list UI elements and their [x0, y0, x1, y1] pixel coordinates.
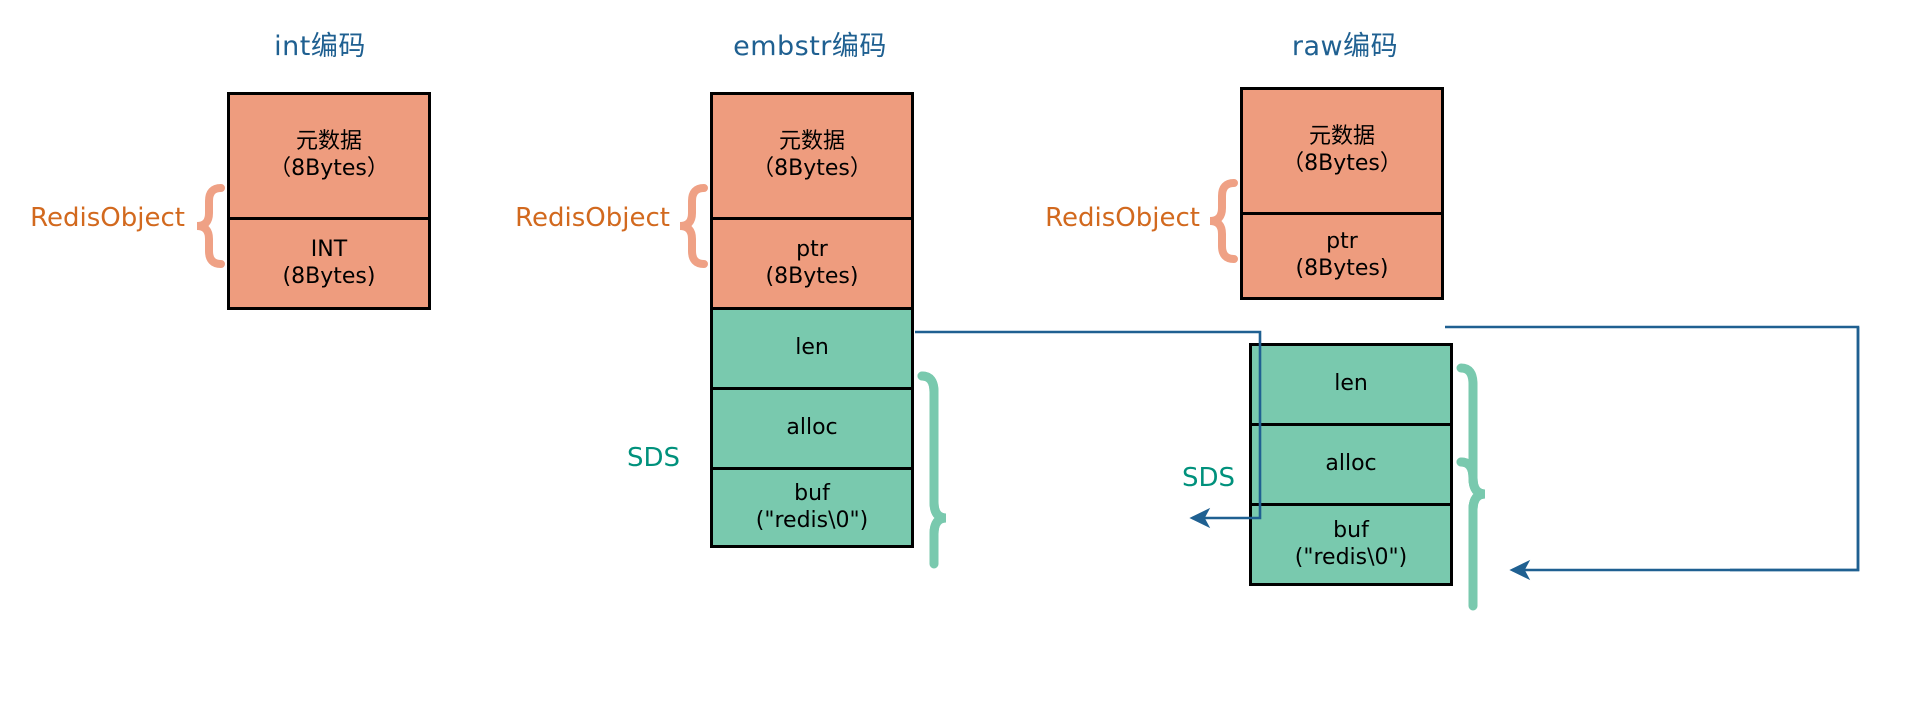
sds-brace-raw: [1456, 363, 1486, 611]
sds-brace-embstr: [917, 371, 947, 569]
raw-cell-ptr: ptr (8Bytes): [1240, 215, 1444, 300]
int-cell-int: INT (8Bytes): [227, 220, 431, 310]
embstr-cell-metadata: 元数据 （8Bytes）: [710, 92, 914, 220]
int-cell-int-line1: INT: [310, 236, 348, 262]
redisobject-brace-int: [196, 184, 225, 268]
raw-cell-metadata: 元数据 （8Bytes）: [1240, 87, 1444, 215]
embstr-cell-alloc-line1: alloc: [786, 415, 838, 441]
int-cell-metadata-line2: （8Bytes）: [269, 156, 389, 181]
embstr-cell-ptr-line1: ptr: [796, 236, 828, 262]
raw-cell-len: len: [1249, 343, 1453, 426]
embstr-cell-alloc: alloc: [710, 390, 914, 470]
ptr-arrow-raw: [1445, 325, 1860, 581]
raw-cell-metadata-line2: （8Bytes）: [1282, 151, 1402, 176]
redisobject-brace-embstr: [679, 184, 708, 268]
embstr-cell-buf-line1: buf: [794, 480, 830, 506]
sds-label-raw: SDS: [1181, 463, 1235, 493]
raw-cell-buf-line1: buf: [1333, 517, 1369, 543]
embstr-cell-len-line1: len: [795, 335, 829, 361]
int-cell-metadata-line1: 元数据: [295, 129, 362, 155]
panel-title-embstr: embstr编码: [733, 31, 887, 62]
redisobject-label-raw: RedisObject: [1045, 203, 1200, 233]
embstr-cell-buf: buf ("redis\0"): [710, 470, 914, 548]
embstr-cell-buf-line2: ("redis\0"): [755, 507, 869, 533]
redisobject-label-int: RedisObject: [30, 203, 185, 233]
int-cell-metadata: 元数据 （8Bytes）: [227, 92, 431, 220]
redisobject-label-embstr: RedisObject: [515, 203, 670, 233]
redisobject-brace-raw: [1209, 179, 1238, 263]
embstr-cell-ptr-line2: (8Bytes): [765, 263, 859, 289]
raw-cell-ptr-line1: ptr: [1326, 229, 1358, 255]
raw-cell-len-line1: len: [1334, 371, 1368, 397]
embstr-cell-metadata-line1: 元数据: [778, 129, 845, 155]
raw-cell-alloc: alloc: [1249, 426, 1453, 506]
embstr-cell-ptr: ptr (8Bytes): [710, 220, 914, 310]
raw-cell-alloc-line1: alloc: [1325, 451, 1377, 477]
raw-cell-ptr-line2: (8Bytes): [1295, 256, 1389, 281]
raw-cell-buf: buf ("redis\0"): [1249, 506, 1453, 586]
raw-cell-metadata-line1: 元数据: [1308, 124, 1375, 150]
sds-label-embstr: SDS: [626, 443, 680, 473]
int-cell-int-line2: (8Bytes): [282, 263, 376, 289]
panel-title-raw: raw编码: [1291, 31, 1399, 62]
embstr-cell-metadata-line2: （8Bytes）: [752, 156, 872, 181]
raw-cell-buf-line2: ("redis\0"): [1294, 544, 1408, 570]
panel-title-int: int编码: [274, 31, 366, 62]
embstr-cell-len: len: [710, 310, 914, 390]
